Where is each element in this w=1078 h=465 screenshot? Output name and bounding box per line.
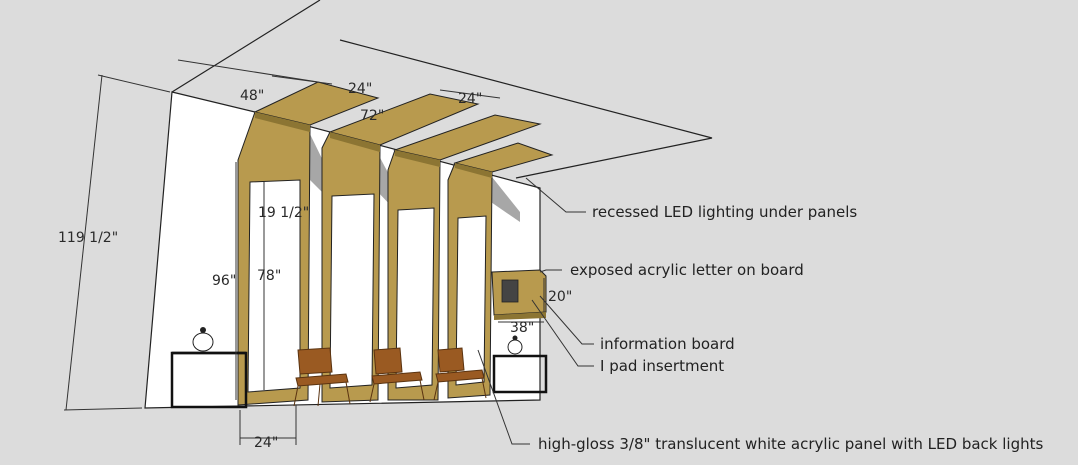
vase-icon: [507, 339, 523, 355]
overhead-panel-4: [453, 142, 554, 178]
dim-top-width-panel2: 24": [458, 91, 482, 107]
annotation-ipad: I pad insertment: [600, 357, 724, 375]
ceiling-outline-right: [339, 39, 713, 179]
dim-panel-height: 96": [212, 273, 236, 289]
chair-1: [293, 347, 351, 407]
dimension-lines: [63, 59, 545, 445]
vase-icon: [192, 332, 214, 352]
dim-side-offset: 19 1/2": [258, 205, 309, 221]
ceiling-outline: [171, 0, 321, 93]
wood-panel-2: [321, 131, 381, 403]
information-board: [491, 269, 547, 320]
dim-top-width-panel1: 24": [348, 81, 372, 97]
wall-shadow: [488, 172, 520, 222]
dim-top-hidden: 72": [360, 108, 384, 124]
wood-panel-4: [447, 162, 493, 399]
dim-base-width: 24": [254, 435, 278, 451]
annotation-info-board: information board: [600, 335, 735, 353]
wood-panel-1: [237, 111, 311, 406]
ipad-slot: [501, 279, 519, 303]
dim-board-width: 38": [510, 320, 534, 336]
overhead-panel-3: [393, 114, 542, 167]
dim-total-height: 119 1/2": [58, 230, 118, 246]
annotation-led-lighting: recessed LED lighting under panels: [592, 203, 857, 221]
side-table-left: [170, 327, 248, 409]
dim-top-width-left: 48": [240, 88, 264, 104]
dim-opening-height: 78": [257, 268, 281, 284]
chair-2: [369, 347, 425, 403]
wood-panel-3: [387, 149, 441, 401]
chair-3: [433, 347, 487, 401]
overhead-panel-1: [253, 81, 380, 132]
annotation-acrylic-letter: exposed acrylic letter on board: [570, 261, 804, 279]
dim-board-height: 20": [548, 289, 572, 305]
side-table-right: [492, 335, 548, 394]
leader-lines: [477, 177, 594, 445]
annotation-acrylic-panel: high-gloss 3/8" translucent white acryli…: [538, 435, 1043, 453]
overhead-panel-2: [328, 93, 480, 152]
